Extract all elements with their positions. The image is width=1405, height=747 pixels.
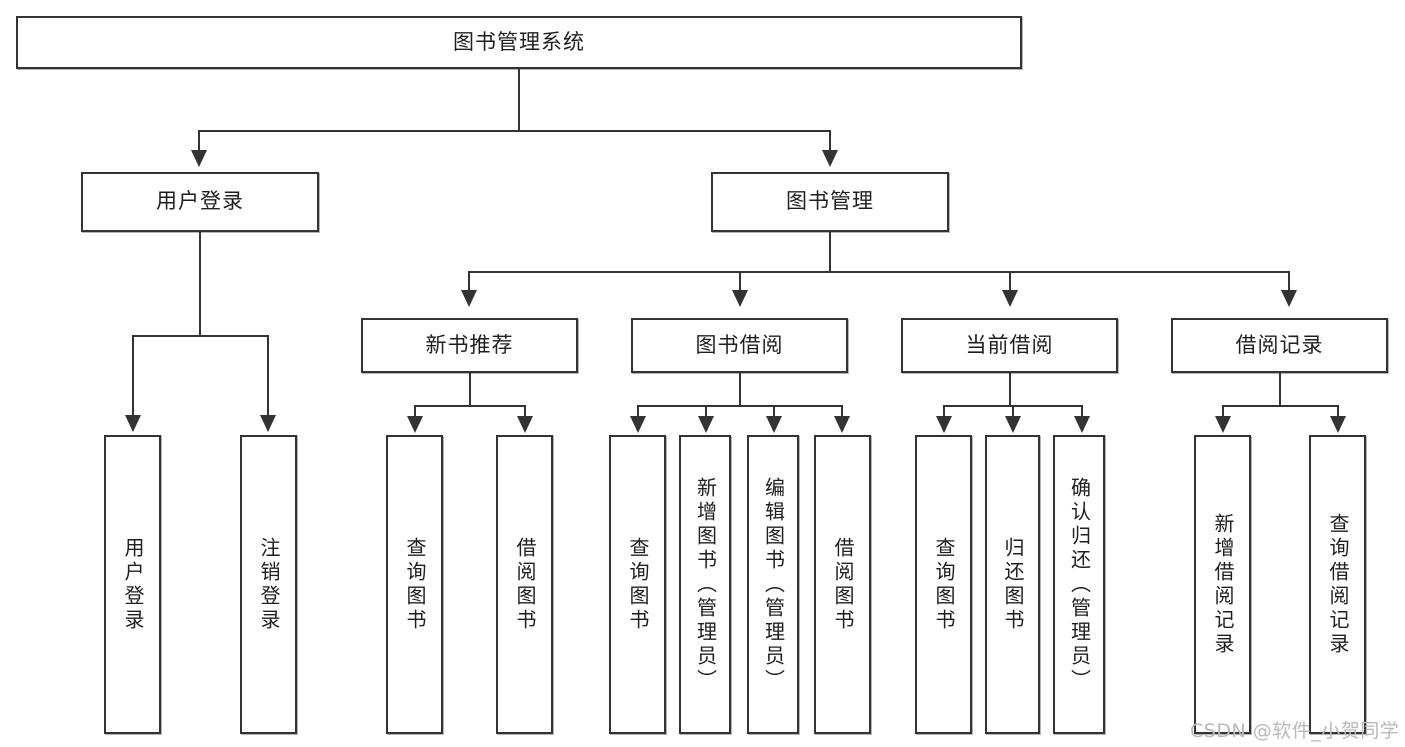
connector-bb-stem bbox=[739, 373, 741, 406]
connector-nbr-drop-1 bbox=[414, 405, 416, 418]
connector-nbr-stem bbox=[469, 373, 471, 406]
connector-user-login-stem bbox=[199, 232, 201, 336]
leaf-query-borrow-record[interactable]: 查询借阅记录 bbox=[1309, 435, 1366, 734]
connector-bb-drop-4 bbox=[841, 405, 843, 418]
arrow-to-leaf-query-record bbox=[1330, 416, 1346, 433]
leaf-add-borrow-record[interactable]: 新增借阅记录 bbox=[1194, 435, 1251, 734]
node-label: 新增借阅记录 bbox=[1211, 512, 1235, 657]
connector-bm-drop-1 bbox=[468, 271, 470, 292]
connector-cb-stem bbox=[1009, 373, 1011, 406]
connector-bm-drop-2 bbox=[739, 271, 741, 292]
connector-nbr-drop-2 bbox=[524, 405, 526, 418]
connector-br-stem bbox=[1279, 373, 1281, 406]
connector-book-management-stem bbox=[829, 232, 831, 272]
node-label: 用户登录 bbox=[121, 536, 145, 633]
node-label: 注销登录 bbox=[257, 536, 281, 633]
connector-user-login-drop-2 bbox=[267, 335, 269, 417]
node-label: 借阅记录 bbox=[1235, 332, 1324, 357]
arrow-to-leaf-add-record bbox=[1215, 416, 1231, 433]
leaf-edit-book-admin[interactable]: 编辑图书（管理员） bbox=[747, 435, 799, 734]
leaf-query-book-current[interactable]: 查询图书 bbox=[915, 435, 972, 734]
node-label: 查询图书 bbox=[403, 536, 427, 633]
connector-root-stem bbox=[518, 69, 520, 131]
node-label: 编辑图书（管理员） bbox=[761, 476, 786, 693]
arrow-to-leaf-borrow-book-2 bbox=[834, 416, 850, 433]
node-label: 确认归还（管理员） bbox=[1067, 476, 1092, 693]
node-label: 查询图书 bbox=[626, 536, 650, 633]
arrow-to-leaf-add-book bbox=[698, 416, 714, 433]
node-label: 归还图书 bbox=[1001, 536, 1025, 633]
leaf-query-book-borrow[interactable]: 查询图书 bbox=[609, 435, 666, 734]
arrow-to-leaf-logout bbox=[260, 415, 276, 432]
connector-user-login-bus bbox=[132, 335, 268, 337]
node-new-book-recommend[interactable]: 新书推荐 bbox=[361, 318, 578, 373]
node-label: 查询借阅记录 bbox=[1326, 512, 1350, 657]
node-current-borrow[interactable]: 当前借阅 bbox=[901, 318, 1118, 373]
connector-br-drop-1 bbox=[1222, 405, 1224, 418]
arrow-to-book-borrow bbox=[732, 290, 748, 307]
arrow-to-borrow-record bbox=[1281, 290, 1297, 307]
connector-bb-drop-3 bbox=[773, 405, 775, 418]
arrow-to-book-management bbox=[822, 150, 838, 167]
arrow-to-leaf-query-book-1 bbox=[407, 416, 423, 433]
node-book-borrow[interactable]: 图书借阅 bbox=[631, 318, 848, 373]
node-borrow-record[interactable]: 借阅记录 bbox=[1171, 318, 1388, 373]
node-label: 图书管理系统 bbox=[453, 29, 585, 54]
connector-root-bus bbox=[198, 130, 830, 132]
leaf-user-login[interactable]: 用户登录 bbox=[104, 435, 161, 734]
leaf-query-book-recommend[interactable]: 查询图书 bbox=[386, 435, 443, 734]
leaf-borrow-book[interactable]: 借阅图书 bbox=[814, 435, 871, 734]
leaf-logout[interactable]: 注销登录 bbox=[240, 435, 297, 734]
connector-cb-drop-2 bbox=[1012, 405, 1014, 418]
connector-bb-drop-1 bbox=[637, 405, 639, 418]
node-label: 图书借阅 bbox=[695, 332, 784, 357]
leaf-add-book-admin[interactable]: 新增图书（管理员） bbox=[679, 435, 731, 734]
connector-cb-drop-1 bbox=[943, 405, 945, 418]
connector-bb-bus bbox=[637, 405, 843, 407]
connector-nbr-bus bbox=[414, 405, 525, 407]
connector-book-management-bus bbox=[468, 271, 1290, 273]
leaf-borrow-book-recommend[interactable]: 借阅图书 bbox=[496, 435, 553, 734]
connector-user-login-drop-1 bbox=[132, 335, 134, 417]
node-label: 当前借阅 bbox=[965, 332, 1054, 357]
arrow-to-leaf-borrow-book-1 bbox=[517, 416, 533, 433]
node-label: 借阅图书 bbox=[513, 536, 537, 633]
connector-cb-drop-3 bbox=[1081, 405, 1083, 418]
node-label: 用户登录 bbox=[156, 189, 244, 214]
node-label: 新书推荐 bbox=[425, 332, 514, 357]
leaf-return-book[interactable]: 归还图书 bbox=[985, 435, 1040, 734]
arrow-to-leaf-query-book-3 bbox=[936, 416, 952, 433]
arrow-to-new-book-recommend bbox=[461, 290, 477, 307]
node-label: 查询图书 bbox=[932, 536, 956, 633]
csdn-watermark: CSDN @软件_小贺同学 bbox=[1190, 720, 1400, 742]
node-user-login[interactable]: 用户登录 bbox=[81, 172, 319, 232]
node-book-management[interactable]: 图书管理 bbox=[711, 172, 949, 232]
arrow-to-current-borrow bbox=[1002, 290, 1018, 307]
node-root-book-management-system[interactable]: 图书管理系统 bbox=[16, 16, 1022, 69]
connector-br-drop-2 bbox=[1337, 405, 1339, 418]
arrow-to-leaf-confirm-return bbox=[1074, 416, 1090, 433]
connector-bm-drop-4 bbox=[1288, 271, 1290, 292]
connector-bb-drop-2 bbox=[705, 405, 707, 418]
arrow-to-leaf-query-book-2 bbox=[630, 416, 646, 433]
node-label: 图书管理 bbox=[786, 189, 874, 214]
connector-br-bus bbox=[1222, 405, 1339, 407]
connector-root-drop-right bbox=[829, 130, 831, 152]
connector-bm-drop-3 bbox=[1009, 271, 1011, 292]
node-label: 新增图书（管理员） bbox=[693, 476, 718, 693]
arrow-to-leaf-edit-book bbox=[766, 416, 782, 433]
arrow-to-user-login bbox=[191, 150, 207, 167]
arrow-to-leaf-user-login bbox=[125, 415, 141, 432]
arrow-to-leaf-return-book bbox=[1005, 416, 1021, 433]
node-label: 借阅图书 bbox=[831, 536, 855, 633]
leaf-confirm-return-admin[interactable]: 确认归还（管理员） bbox=[1053, 435, 1105, 734]
connector-root-drop-left bbox=[198, 130, 200, 152]
